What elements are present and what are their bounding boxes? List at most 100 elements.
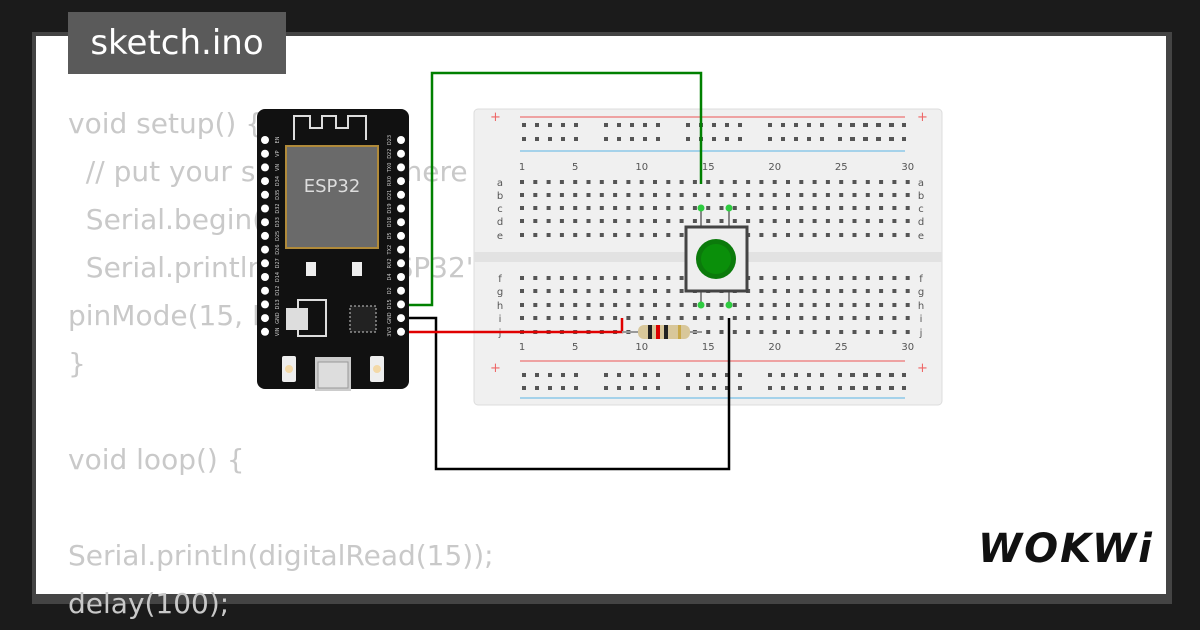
row-label: j	[919, 328, 923, 339]
esp32-pin-label: VIN	[275, 327, 281, 336]
code-line[interactable]: void loop() {	[68, 443, 245, 476]
column-label: 10	[635, 162, 648, 173]
esp32-pin-label: D18	[387, 217, 393, 227]
pushbutton[interactable]	[684, 204, 749, 309]
esp32-pin	[397, 204, 405, 213]
esp32-board[interactable]: ESP32 ENVPVND34D35D32D33D25D26D27D14D12D…	[257, 109, 409, 391]
breadboard-holes	[520, 123, 910, 390]
resistor[interactable]	[622, 325, 702, 339]
row-label: e	[918, 231, 924, 242]
esp32-pin	[397, 177, 405, 186]
column-label: 25	[835, 162, 848, 173]
esp32-pin	[261, 177, 269, 186]
esp32-pin	[261, 136, 269, 144]
row-label: f	[919, 274, 923, 285]
code-line[interactable]: delay(100);	[68, 587, 230, 620]
esp32-pin-label: D5	[387, 232, 393, 239]
esp32-pin	[261, 314, 269, 323]
esp32-pin-label: RX0	[387, 176, 393, 186]
esp32-pin	[397, 327, 405, 336]
esp32-pin-label: D12	[275, 286, 281, 296]
row-label: b	[918, 191, 924, 202]
esp32-pin	[397, 149, 405, 158]
esp32-pin-label: D34	[275, 176, 281, 186]
row-label: d	[918, 217, 924, 228]
row-label: i	[920, 314, 923, 325]
row-label: h	[497, 301, 503, 312]
esp32-pin	[261, 231, 269, 240]
esp32-pin-label: GND	[387, 312, 393, 324]
row-label: c	[497, 204, 503, 215]
esp32-label: ESP32	[304, 176, 361, 197]
column-label: 25	[835, 342, 848, 353]
esp32-pin-label: TX0	[387, 163, 393, 174]
esp32-pin-label: D14	[275, 272, 281, 282]
esp32-pin	[397, 286, 405, 295]
esp32-pin-label: GND	[275, 312, 281, 324]
esp32-pin	[261, 259, 269, 268]
row-label: a	[918, 178, 924, 189]
code-line[interactable]: }	[68, 347, 86, 380]
esp32-pin-label: D32	[275, 203, 281, 213]
esp32-pin	[261, 163, 269, 172]
esp32-pin-label: D2	[387, 287, 393, 294]
esp32-pin-label: VN	[275, 164, 281, 171]
column-label: 20	[768, 162, 781, 173]
row-label: b	[497, 191, 503, 202]
column-label: 10	[635, 342, 648, 353]
esp32-pin-label: D19	[387, 203, 393, 213]
row-label: i	[499, 314, 502, 325]
column-label: 20	[768, 342, 781, 353]
esp32-pin	[261, 149, 269, 158]
esp32-pin	[261, 204, 269, 213]
esp32-pin-label: D27	[275, 258, 281, 268]
esp32-pin-label: RX2	[387, 258, 393, 268]
code-line[interactable]: Serial.println(digitalRead(15));	[68, 539, 494, 572]
esp32-pin	[261, 190, 269, 199]
row-label: g	[918, 287, 924, 298]
esp32-pin-label: D13	[275, 299, 281, 309]
esp32-pin-label: D22	[387, 149, 393, 159]
row-label: c	[918, 204, 924, 215]
wire-signal[interactable]	[402, 71, 703, 307]
row-label: h	[918, 301, 924, 312]
esp32-pin-label: D26	[275, 244, 281, 254]
file-tab[interactable]: sketch.ino	[68, 12, 286, 74]
esp32-pin	[261, 245, 269, 254]
esp32-pin-label: D23	[387, 135, 393, 145]
column-label: 5	[572, 162, 578, 173]
esp32-pin	[261, 300, 269, 309]
esp32-pins[interactable]: ENVPVND34D35D32D33D25D26D27D14D12D13GNDV…	[261, 135, 405, 337]
rail-plus-label: +	[490, 110, 501, 125]
column-label: 5	[572, 342, 578, 353]
rail-plus-label: +	[917, 361, 928, 376]
column-label: 30	[901, 162, 914, 173]
esp32-pin	[397, 218, 405, 227]
esp32-pin	[261, 273, 269, 281]
esp32-pin	[261, 327, 269, 336]
esp32-pin	[397, 273, 405, 281]
esp32-pin-label: EN	[275, 136, 281, 143]
esp32-pin	[397, 300, 405, 309]
column-label: 30	[901, 342, 914, 353]
esp32-pin	[397, 314, 405, 323]
esp32-pin-label: D35	[275, 190, 281, 200]
esp32-pin-label: D4	[387, 273, 393, 280]
esp32-pin	[397, 136, 405, 144]
row-label: e	[497, 231, 503, 242]
rail-plus-label: +	[917, 110, 928, 125]
row-label: j	[498, 328, 502, 339]
wire-gnd[interactable]	[402, 316, 731, 471]
column-label: 15	[702, 162, 715, 173]
esp32-pin	[397, 259, 405, 268]
row-label: f	[498, 274, 502, 285]
row-label: g	[497, 287, 503, 298]
esp32-pin-label: VP	[275, 150, 281, 156]
column-label: 15	[702, 342, 715, 353]
rail-plus-label: +	[490, 361, 501, 376]
esp32-pin	[397, 231, 405, 240]
esp32-pin-label: D21	[387, 190, 393, 200]
column-label: 1	[519, 342, 525, 353]
